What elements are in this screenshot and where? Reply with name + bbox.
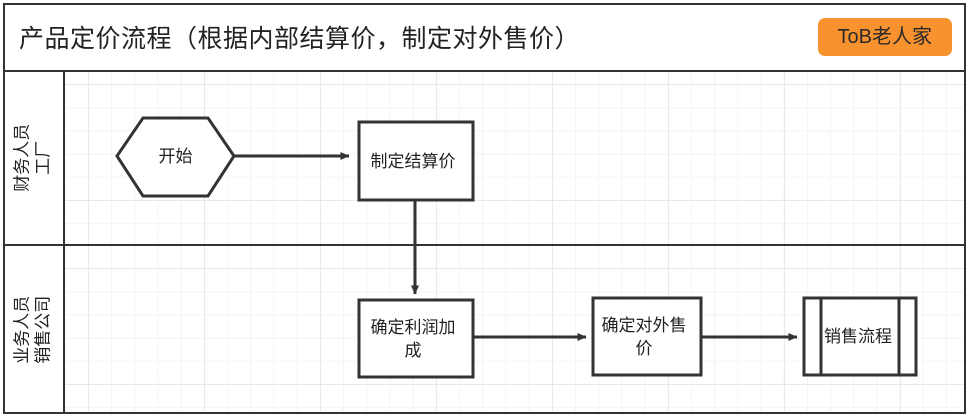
- diagram-frame: [3, 3, 966, 414]
- swimlane-label-sales-company: 销售公司 业务人员: [3, 246, 65, 414]
- swimlane-label-factory-finance: 工厂 财务人员: [3, 72, 65, 244]
- page-title: 产品定价流程（根据内部结算价，制定对外售价）: [19, 24, 581, 53]
- diagram-header: 产品定价流程（根据内部结算价，制定对外售价） ToB老人家: [3, 3, 966, 72]
- author-badge: ToB老人家: [817, 17, 952, 56]
